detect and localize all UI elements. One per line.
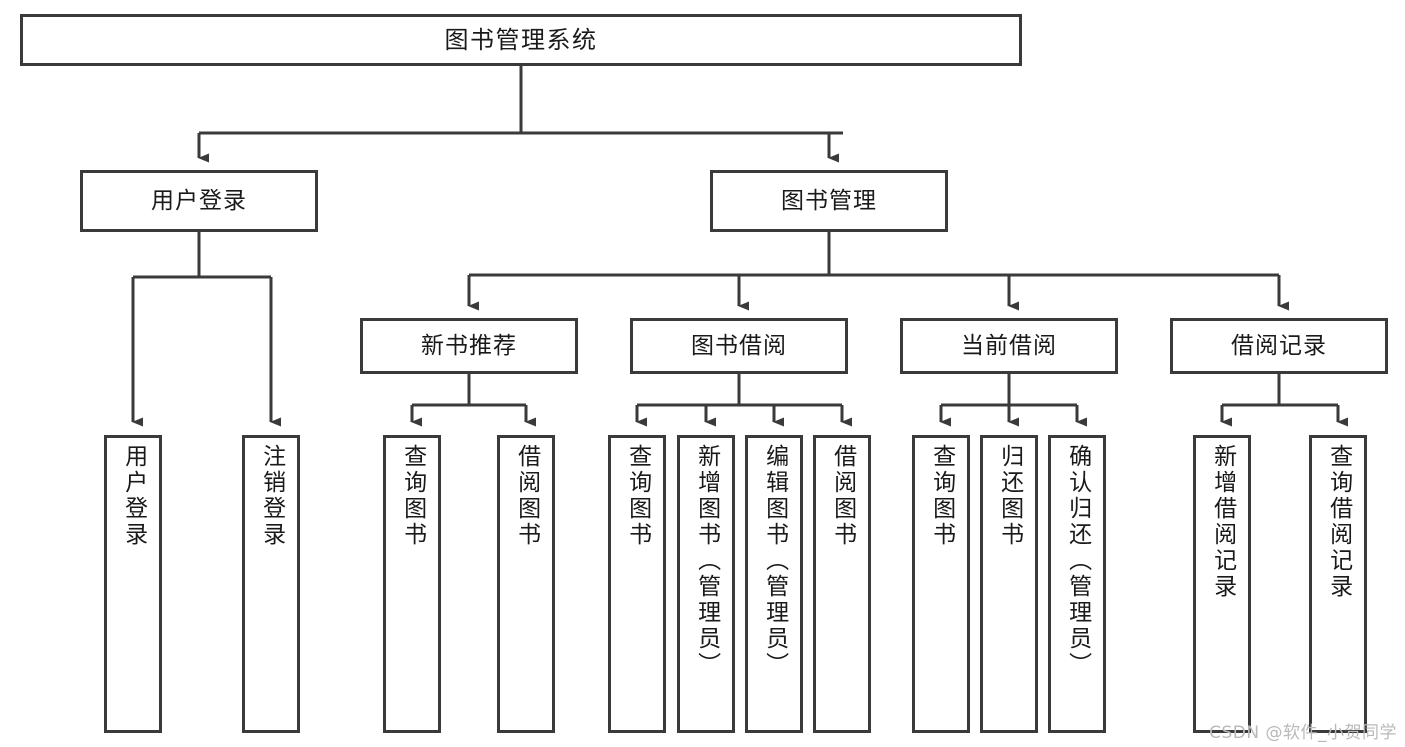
node-label: 注销登录 bbox=[258, 444, 285, 548]
leaf-query-book-new[interactable]: 查询图书 bbox=[383, 435, 441, 733]
leaf-user-login[interactable]: 用户登录 bbox=[104, 435, 162, 733]
node-label: 当前借阅 bbox=[961, 332, 1057, 359]
node-label: 图书管理 bbox=[781, 187, 877, 214]
node-label: 图书管理系统 bbox=[444, 26, 598, 54]
leaf-borrow-book-new[interactable]: 借阅图书 bbox=[497, 435, 555, 733]
node-label: 借阅记录 bbox=[1231, 332, 1327, 359]
node-label: 新书推荐 bbox=[421, 332, 517, 359]
csdn-watermark: CSDN @软件_小贺同学 bbox=[1209, 723, 1397, 743]
node-label: 新增图书（管理员） bbox=[693, 444, 720, 678]
node-label: 用户登录 bbox=[151, 187, 247, 214]
node-borrow-record[interactable]: 借阅记录 bbox=[1170, 318, 1388, 374]
node-label: 归还图书 bbox=[996, 444, 1023, 548]
leaf-query-book-current[interactable]: 查询图书 bbox=[912, 435, 970, 733]
node-label: 用户登录 bbox=[120, 444, 147, 548]
node-label: 借阅图书 bbox=[829, 444, 856, 548]
node-label: 图书借阅 bbox=[691, 332, 787, 359]
node-label: 查询图书 bbox=[624, 444, 651, 548]
leaf-return-book[interactable]: 归还图书 bbox=[980, 435, 1038, 733]
node-label: 确认归还（管理员） bbox=[1064, 444, 1091, 678]
node-book-management[interactable]: 图书管理 bbox=[710, 170, 948, 232]
node-label: 查询图书 bbox=[928, 444, 955, 548]
node-root-system[interactable]: 图书管理系统 bbox=[20, 14, 1022, 66]
node-label: 借阅图书 bbox=[513, 444, 540, 548]
node-new-book-recommend[interactable]: 新书推荐 bbox=[360, 318, 578, 374]
node-book-borrow[interactable]: 图书借阅 bbox=[630, 318, 848, 374]
leaf-edit-book-admin[interactable]: 编辑图书（管理员） bbox=[745, 435, 803, 733]
leaf-add-book-admin[interactable]: 新增图书（管理员） bbox=[677, 435, 735, 733]
node-current-borrow[interactable]: 当前借阅 bbox=[900, 318, 1118, 374]
node-user-login[interactable]: 用户登录 bbox=[80, 170, 318, 232]
leaf-confirm-return-admin[interactable]: 确认归还（管理员） bbox=[1048, 435, 1106, 733]
leaf-borrow-book[interactable]: 借阅图书 bbox=[813, 435, 871, 733]
node-label: 编辑图书（管理员） bbox=[761, 444, 788, 678]
leaf-query-borrow-record[interactable]: 查询借阅记录 bbox=[1309, 435, 1367, 733]
leaf-query-book-borrow[interactable]: 查询图书 bbox=[608, 435, 666, 733]
node-label: 查询借阅记录 bbox=[1325, 444, 1352, 600]
leaf-logout[interactable]: 注销登录 bbox=[242, 435, 300, 733]
leaf-add-borrow-record[interactable]: 新增借阅记录 bbox=[1193, 435, 1251, 733]
node-label: 查询图书 bbox=[399, 444, 426, 548]
node-label: 新增借阅记录 bbox=[1209, 444, 1236, 600]
